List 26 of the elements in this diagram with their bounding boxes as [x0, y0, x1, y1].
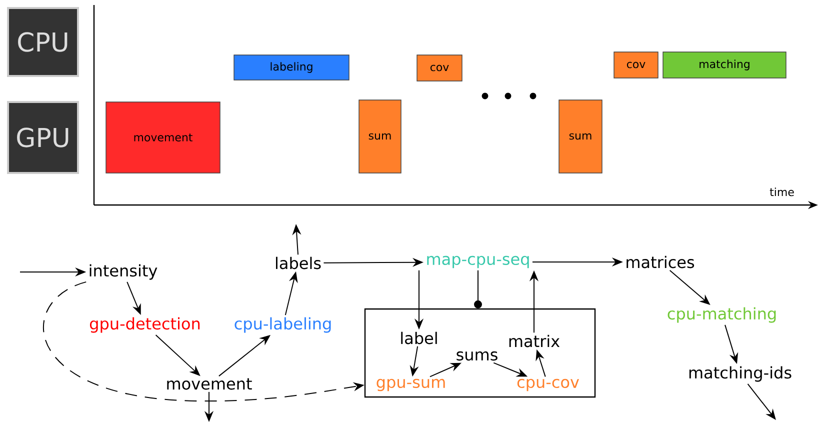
processor-label-box: CPU	[7, 7, 79, 77]
process-label: matrices	[626, 256, 694, 268]
task-block: cov	[614, 52, 658, 78]
group-box	[364, 308, 596, 398]
process-label: label	[401, 332, 437, 344]
process-label: gpu-detection	[90, 317, 200, 333]
task-block: cov	[416, 54, 462, 82]
process-label: cpu-matching	[668, 307, 776, 323]
process-label: sums	[456, 351, 498, 361]
task-block: matching	[662, 52, 786, 78]
process-label: cpu-labeling	[234, 317, 331, 333]
processor-label-box: GPU	[7, 101, 79, 174]
process-label: labels	[276, 256, 321, 270]
task-block: labeling	[234, 54, 350, 80]
process-label: matrix	[509, 334, 560, 348]
connector	[474, 270, 482, 308]
axis-label: time	[770, 188, 794, 196]
process-label: cpu-cov	[517, 378, 579, 392]
process-label: matching-ids	[689, 366, 792, 382]
process-label: gpu-sum	[376, 378, 445, 392]
task-block: sum	[358, 100, 402, 174]
process-label: intensity	[90, 264, 158, 280]
process-label: movement	[167, 378, 252, 390]
task-block: sum	[558, 100, 602, 174]
process-label: map-cpu-seq	[427, 256, 529, 268]
task-block: movement	[106, 102, 220, 174]
